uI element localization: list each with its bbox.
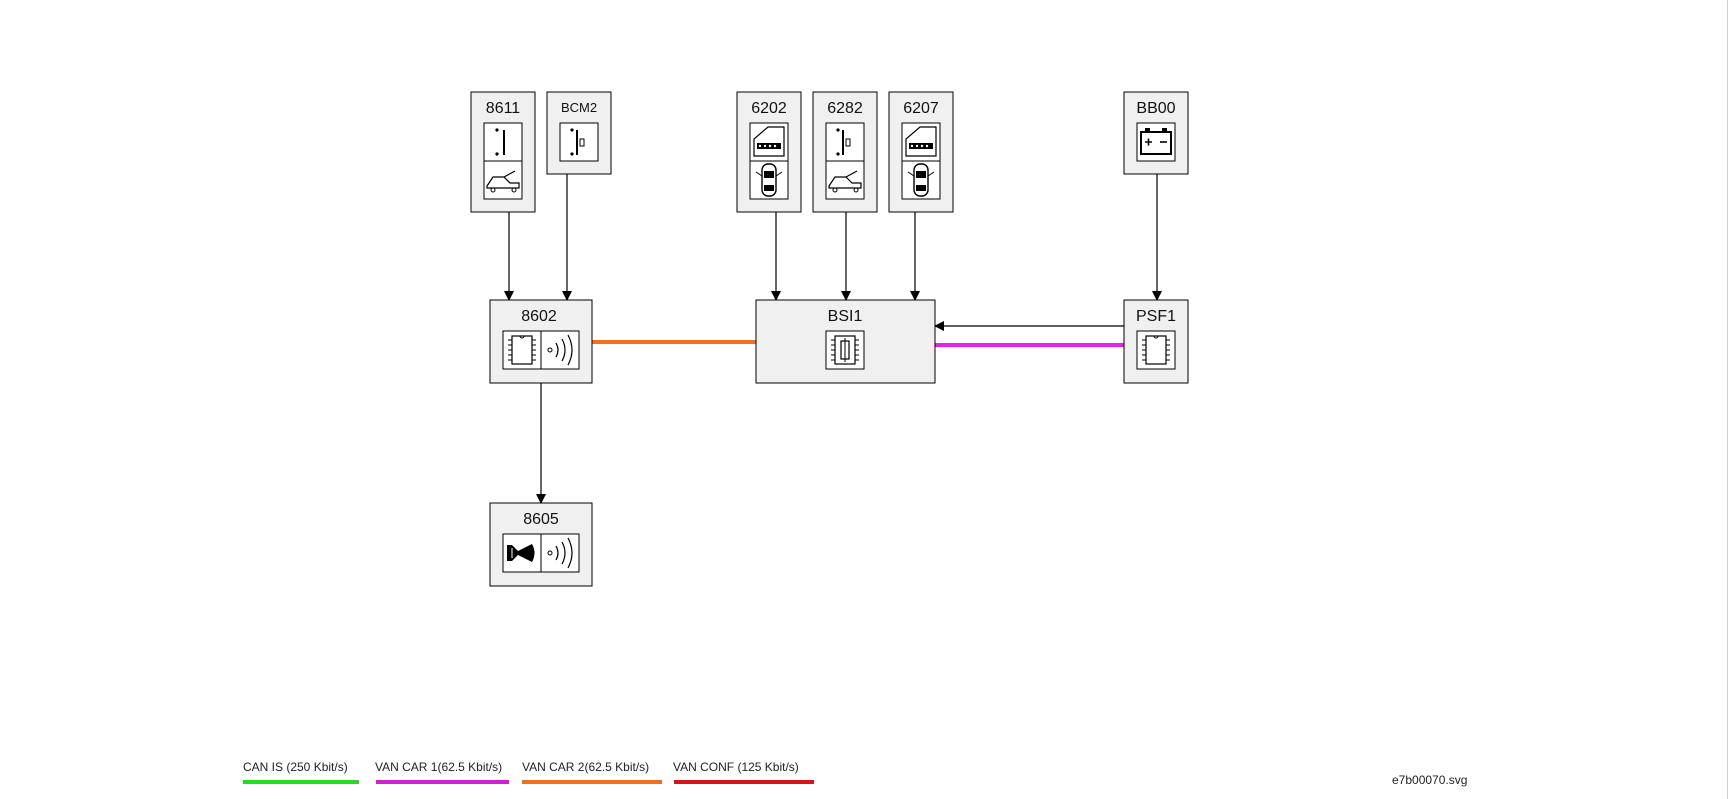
node-bsi1-label: BSI1 xyxy=(828,308,863,325)
horn-icon xyxy=(502,533,542,573)
node-psf1[interactable]: PSF1 xyxy=(1123,299,1189,384)
node-bsi1[interactable]: BSI1 xyxy=(755,299,936,384)
legend-line-van-car2 xyxy=(522,780,662,784)
node-8602[interactable]: 8602 xyxy=(489,299,593,384)
door-panel-icon xyxy=(749,122,789,162)
car-top-view-icon xyxy=(749,160,789,200)
node-8611-label: 8611 xyxy=(486,100,521,117)
right-edge-divider xyxy=(1727,0,1728,799)
car-trunk-icon xyxy=(825,160,865,200)
ecu-chip-icon xyxy=(502,330,542,370)
legend-label-can-is: CAN IS (250 Kbit/s) xyxy=(243,760,348,774)
legend-label-van-conf: VAN CONF (125 Kbit/s) xyxy=(673,760,799,774)
node-8605-label: 8605 xyxy=(523,511,559,528)
node-6282-label: 6282 xyxy=(827,100,863,117)
legend-line-can-is xyxy=(243,780,359,784)
node-bcm2[interactable]: BCM2 xyxy=(546,91,612,175)
legend-label-van-car2: VAN CAR 2(62.5 Kbit/s) xyxy=(522,760,650,774)
switch-icon xyxy=(483,122,523,162)
node-6207[interactable]: 6207 xyxy=(888,91,954,213)
legend-label-van-car1: VAN CAR 1(62.5 Kbit/s) xyxy=(375,760,503,774)
battery-icon xyxy=(1136,122,1176,162)
car-trunk-icon xyxy=(483,160,523,200)
node-6202-label: 6202 xyxy=(751,100,787,117)
wireless-signal-icon xyxy=(540,330,580,370)
node-bb00[interactable]: BB00 xyxy=(1123,91,1189,175)
node-psf1-label: PSF1 xyxy=(1136,308,1176,325)
node-6282[interactable]: 6282 xyxy=(812,91,878,213)
node-8605[interactable]: 8605 xyxy=(489,502,593,587)
node-8602-label: 8602 xyxy=(521,308,557,325)
node-8611[interactable]: 8611 xyxy=(470,91,536,213)
switch-icon xyxy=(825,122,865,162)
car-top-view-icon xyxy=(901,160,941,200)
legend-line-van-car1 xyxy=(376,780,509,784)
node-bb00-label: BB00 xyxy=(1136,100,1175,117)
connections xyxy=(504,174,1162,504)
wireless-signal-icon xyxy=(540,533,580,573)
node-6202[interactable]: 6202 xyxy=(736,91,802,213)
switch-icon xyxy=(559,122,599,162)
ecu-chip-icon xyxy=(1136,330,1176,370)
fuse-icon xyxy=(825,330,865,370)
door-panel-icon xyxy=(901,122,941,162)
node-bcm2-label: BCM2 xyxy=(561,100,597,115)
file-name-label: e7b00070.svg xyxy=(1392,773,1468,787)
legend-line-van-conf xyxy=(674,780,814,784)
node-6207-label: 6207 xyxy=(903,100,939,117)
